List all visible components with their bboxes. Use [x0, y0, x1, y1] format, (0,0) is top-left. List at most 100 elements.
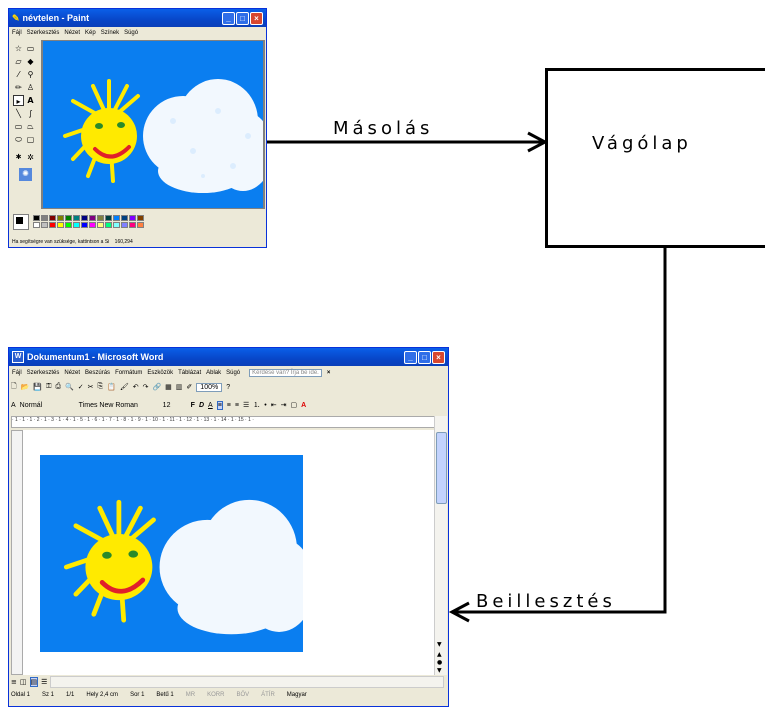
spray-size-large-icon[interactable]: ✲ — [27, 153, 34, 162]
vertical-scrollbar[interactable]: ▼ ▲ ● ▼ — [434, 416, 447, 675]
status-trk[interactable]: KORR — [207, 692, 225, 698]
print-layout-icon[interactable]: ▤ — [29, 677, 39, 687]
cut-icon[interactable]: ✂ — [87, 384, 94, 391]
increase-indent-icon[interactable]: ⇥ — [280, 402, 287, 409]
palette-swatch[interactable] — [33, 222, 40, 228]
palette-swatch[interactable] — [121, 215, 128, 221]
menu-tools[interactable]: Eszközök — [147, 369, 174, 376]
palette-swatch[interactable] — [41, 222, 48, 228]
palette-swatch[interactable] — [121, 222, 128, 228]
eraser-icon[interactable]: ▱ — [15, 57, 22, 66]
browse-object-icon[interactable]: ● — [437, 659, 443, 666]
status-ext[interactable]: BŐV — [236, 692, 250, 698]
horizontal-scrollbar[interactable] — [50, 676, 444, 688]
menu-help[interactable]: Súgó — [124, 29, 139, 36]
prev-page-icon[interactable]: ▲ — [437, 651, 442, 658]
pencil-icon[interactable]: ✏ — [15, 83, 22, 92]
document-area[interactable] — [23, 430, 434, 675]
print-preview-icon[interactable]: 🔍 — [65, 384, 74, 391]
menu-window[interactable]: Ablak — [206, 369, 222, 376]
palette-swatch[interactable] — [49, 215, 56, 221]
close-doc-icon[interactable]: × — [326, 369, 331, 376]
ellipse-icon[interactable]: ⬭ — [15, 135, 22, 144]
decrease-indent-icon[interactable]: ⇤ — [270, 402, 277, 409]
maximize-button[interactable]: □ — [418, 350, 431, 364]
align-left-icon[interactable]: ≡ — [216, 400, 223, 410]
fill-icon[interactable]: ◆ — [27, 57, 34, 66]
font-size-select[interactable]: 12 — [162, 401, 171, 409]
drawing-icon[interactable]: ✐ — [186, 384, 193, 391]
menu-colors[interactable]: Színek — [100, 29, 120, 36]
redo-icon[interactable]: ↷ — [142, 384, 149, 391]
menu-format[interactable]: Formátum — [115, 369, 143, 376]
palette-swatch[interactable] — [97, 215, 104, 221]
magnifier-icon[interactable]: ⚲ — [27, 70, 34, 79]
columns-icon[interactable]: ▥ — [175, 384, 183, 391]
horizontal-ruler[interactable]: · 1 · 1 · 1 · 2 · 1 · 3 · 1 · 4 · 1 · 5 … — [11, 416, 444, 428]
menu-view[interactable]: Nézet — [64, 369, 81, 376]
word-title-bar[interactable]: W Dokumentum1 - Microsoft Word _ □ × — [9, 348, 448, 366]
vertical-ruler[interactable] — [11, 430, 23, 675]
bold-button[interactable]: F — [190, 401, 195, 409]
menu-view[interactable]: Nézet — [64, 29, 81, 36]
free-select-icon[interactable]: ☆ — [14, 44, 23, 53]
table-icon[interactable]: ▦ — [165, 384, 172, 391]
palette-swatch[interactable] — [65, 222, 72, 228]
palette-swatch[interactable] — [73, 222, 80, 228]
outline-view-icon[interactable]: ☰ — [41, 678, 48, 686]
palette-swatch[interactable] — [113, 215, 120, 221]
align-center-icon[interactable]: ≡ — [226, 401, 231, 409]
palette-swatch[interactable] — [129, 222, 136, 228]
close-button[interactable]: × — [432, 350, 445, 364]
minimize-button[interactable]: _ — [222, 11, 235, 25]
palette-swatch[interactable] — [57, 215, 64, 221]
palette-swatch[interactable] — [105, 215, 112, 221]
paint-title-bar[interactable]: ✎ névtelen - Paint _ □ × — [9, 9, 266, 27]
rounded-rect-icon[interactable]: ▢ — [26, 135, 35, 144]
numbering-icon[interactable]: ⒈ — [253, 402, 261, 409]
rect-select-icon[interactable]: ▭ — [26, 44, 35, 53]
format-painter-icon[interactable]: 🖌 — [119, 384, 129, 391]
spray-size-selected-icon[interactable]: ✺ — [19, 168, 32, 181]
next-page-icon[interactable]: ▼ — [437, 667, 442, 674]
help-search-box[interactable]: Kérdése van? Írja be ide. — [249, 368, 322, 377]
align-right-icon[interactable]: ≡ — [234, 401, 239, 409]
palette-swatch[interactable] — [113, 222, 120, 228]
palette-swatch[interactable] — [129, 215, 136, 221]
airbrush-icon[interactable]: ▸ — [13, 95, 24, 106]
palette-swatch[interactable] — [57, 222, 64, 228]
minimize-button[interactable]: _ — [404, 350, 417, 364]
paste-icon[interactable]: 📋 — [107, 384, 116, 391]
status-ovr[interactable]: ÁTÍR — [261, 692, 275, 698]
italic-button[interactable]: D — [198, 401, 205, 409]
font-select[interactable]: Times New Roman — [78, 401, 138, 409]
scroll-thumb[interactable] — [436, 432, 447, 504]
open-icon[interactable]: 📂 — [20, 384, 30, 391]
palette-swatch[interactable] — [137, 215, 144, 221]
permission-icon[interactable]: ⚿ — [46, 383, 52, 390]
palette-swatch[interactable] — [89, 215, 96, 221]
underline-button[interactable]: A — [208, 401, 213, 409]
menu-edit[interactable]: Szerkesztés — [26, 369, 60, 376]
line-icon[interactable]: ╲ — [16, 109, 21, 118]
styles-icon[interactable]: A — [11, 401, 16, 409]
maximize-button[interactable]: □ — [236, 11, 249, 25]
palette-swatch[interactable] — [89, 222, 96, 228]
palette-swatch[interactable] — [65, 215, 72, 221]
paint-canvas[interactable] — [43, 41, 263, 208]
picker-icon[interactable]: ⁄ — [17, 70, 20, 79]
hyperlink-icon[interactable]: 🔗 — [152, 384, 162, 391]
palette-swatch[interactable] — [97, 222, 104, 228]
spray-size-small-icon[interactable]: ✱ — [15, 153, 22, 161]
font-color-icon[interactable]: A — [301, 401, 307, 409]
palette-swatch[interactable] — [137, 222, 144, 228]
palette-swatch[interactable] — [49, 222, 56, 228]
new-document-icon[interactable]: 🗋 — [11, 382, 17, 390]
status-rec[interactable]: MR — [185, 692, 196, 698]
zoom-select[interactable]: 100% — [196, 382, 223, 392]
palette-swatch[interactable] — [81, 222, 88, 228]
text-icon[interactable]: A — [27, 96, 34, 105]
palette-swatch[interactable] — [105, 222, 112, 228]
style-select[interactable]: Normál — [19, 401, 43, 409]
menu-image[interactable]: Kép — [85, 29, 96, 36]
